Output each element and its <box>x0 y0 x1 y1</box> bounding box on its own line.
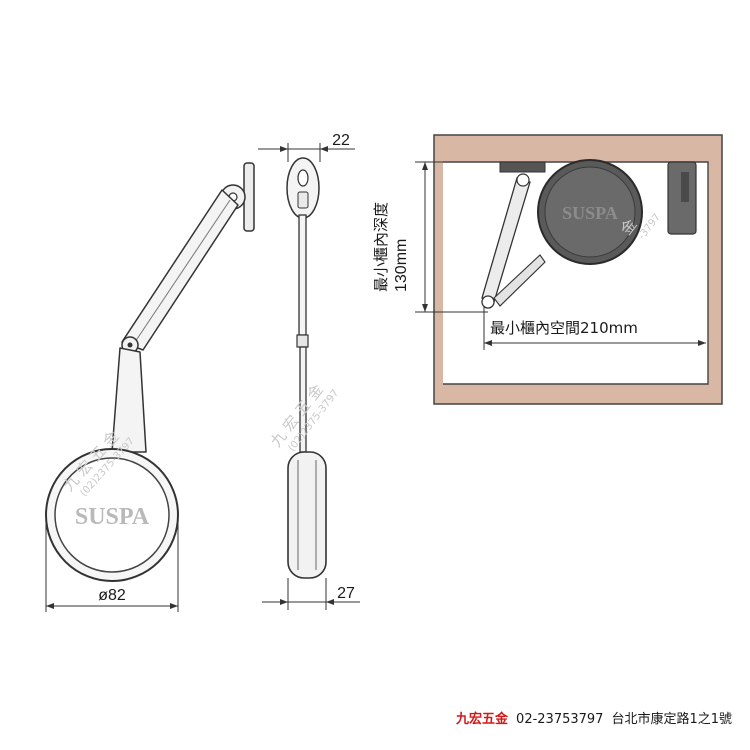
min-depth-label-line1: 最小櫃內深度 <box>372 202 390 292</box>
footer-shop-name: 九宏五金 <box>456 712 509 727</box>
cabinet-view: SUSPA 最小櫃內深度 130mm 最小櫃內空間210mm 金 -3797 <box>372 134 723 405</box>
footer-phone: 02-23753797 <box>516 712 604 727</box>
upper-arm <box>121 189 239 351</box>
side-top-bracket <box>286 157 320 219</box>
lower-arm <box>111 347 147 453</box>
diameter-label: ø82 <box>98 587 126 604</box>
side-rod <box>298 214 307 336</box>
side-view: 22 27 九 宏 五 金 (02)2375-3797 <box>258 132 360 610</box>
front-view: SUSPA ø82 九 宏 五 金 (02)2375-3797 <box>45 162 255 612</box>
min-depth-label-line2: 130mm <box>393 239 410 292</box>
side-disc-housing <box>287 451 327 579</box>
footer-address: 台北市康定路1之1號 <box>611 712 732 727</box>
footer-contact: 九宏五金 02-23753797 台北市康定路1之1號 <box>456 708 732 727</box>
side-top-width-label: 22 <box>332 132 350 149</box>
cabinet-brand-logo: SUSPA <box>562 203 618 223</box>
front-brand-logo: SUSPA <box>75 504 150 530</box>
min-space-label: 最小櫃內空間210mm <box>490 319 638 337</box>
side-bottom-width-label: 27 <box>337 585 355 602</box>
cabinet-lower-joint <box>481 295 495 309</box>
